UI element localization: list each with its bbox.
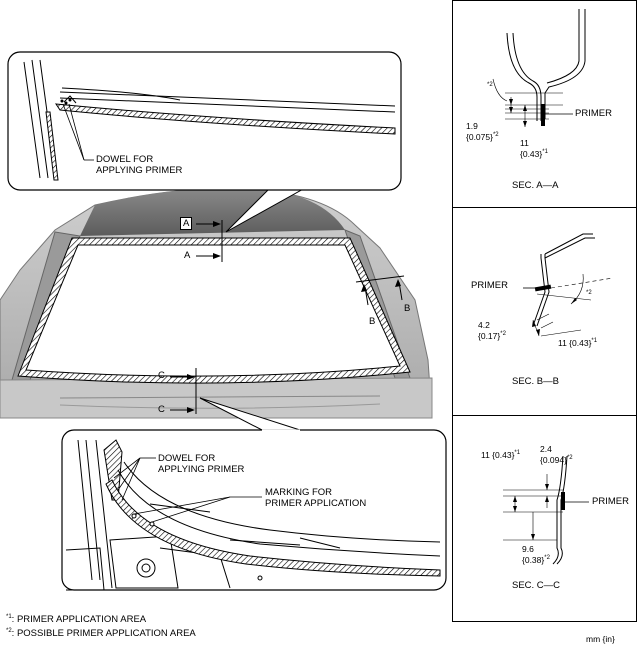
- section-marker-c-top: C: [158, 370, 165, 381]
- bottom-dowel-label: DOWEL FOR APPLYING PRIMER: [158, 453, 245, 475]
- section-c-dim2: 2.4 {0.094}*2: [540, 444, 573, 465]
- section-b-dim1: 4.2 {0.17}*2: [478, 320, 506, 341]
- section-b-primer-label: PRIMER: [471, 280, 508, 291]
- section-c-primer-label: PRIMER: [592, 496, 629, 507]
- section-a-panel: [452, 0, 637, 209]
- section-c-drawing: [503, 455, 589, 565]
- section-c-panel: [452, 415, 637, 622]
- section-a-angle-note: *2: [487, 82, 493, 89]
- windshield: [17, 237, 411, 384]
- section-a-dim2: 11 {0.43}*1: [520, 138, 548, 159]
- section-c-title: SEC. C—C: [512, 580, 561, 591]
- section-marker-a-top: A: [180, 217, 193, 230]
- section-a-primer-label: PRIMER: [575, 108, 612, 119]
- section-b-title: SEC. B—B: [512, 376, 559, 387]
- top-callout: [7, 51, 402, 233]
- section-marker-a-bottom: A: [184, 250, 191, 261]
- section-c-dim1: 11 {0.43}*1: [481, 450, 521, 460]
- section-b-angle-note: *2: [586, 290, 592, 297]
- legend-note-1: *1: PRIMER APPLICATION AREA: [6, 613, 147, 625]
- legend-note-2: *2: POSSIBLE PRIMER APPLICATION AREA: [6, 627, 196, 639]
- top-dowel-label: DOWEL FOR APPLYING PRIMER: [96, 154, 183, 176]
- units-label: mm {in}: [586, 634, 615, 644]
- section-a-dim1: 1.9 {0.075}*2: [466, 121, 499, 142]
- section-a-drawing: [492, 9, 586, 127]
- section-marker-b-left: B: [369, 316, 376, 327]
- marking-label: MARKING FOR PRIMER APPLICATION: [265, 487, 367, 509]
- bottom-callout: [61, 397, 447, 591]
- section-a-title: SEC. A—A: [512, 180, 559, 191]
- section-b-dim2: 11 {0.43}*1: [558, 338, 598, 348]
- section-marker-c-bottom: C: [158, 404, 165, 415]
- section-c-dim3: 9.6 {0.38}*2: [522, 544, 550, 565]
- section-marker-b-right: B: [404, 303, 411, 314]
- section-b-panel: [452, 207, 637, 417]
- section-b-drawing: [523, 233, 614, 337]
